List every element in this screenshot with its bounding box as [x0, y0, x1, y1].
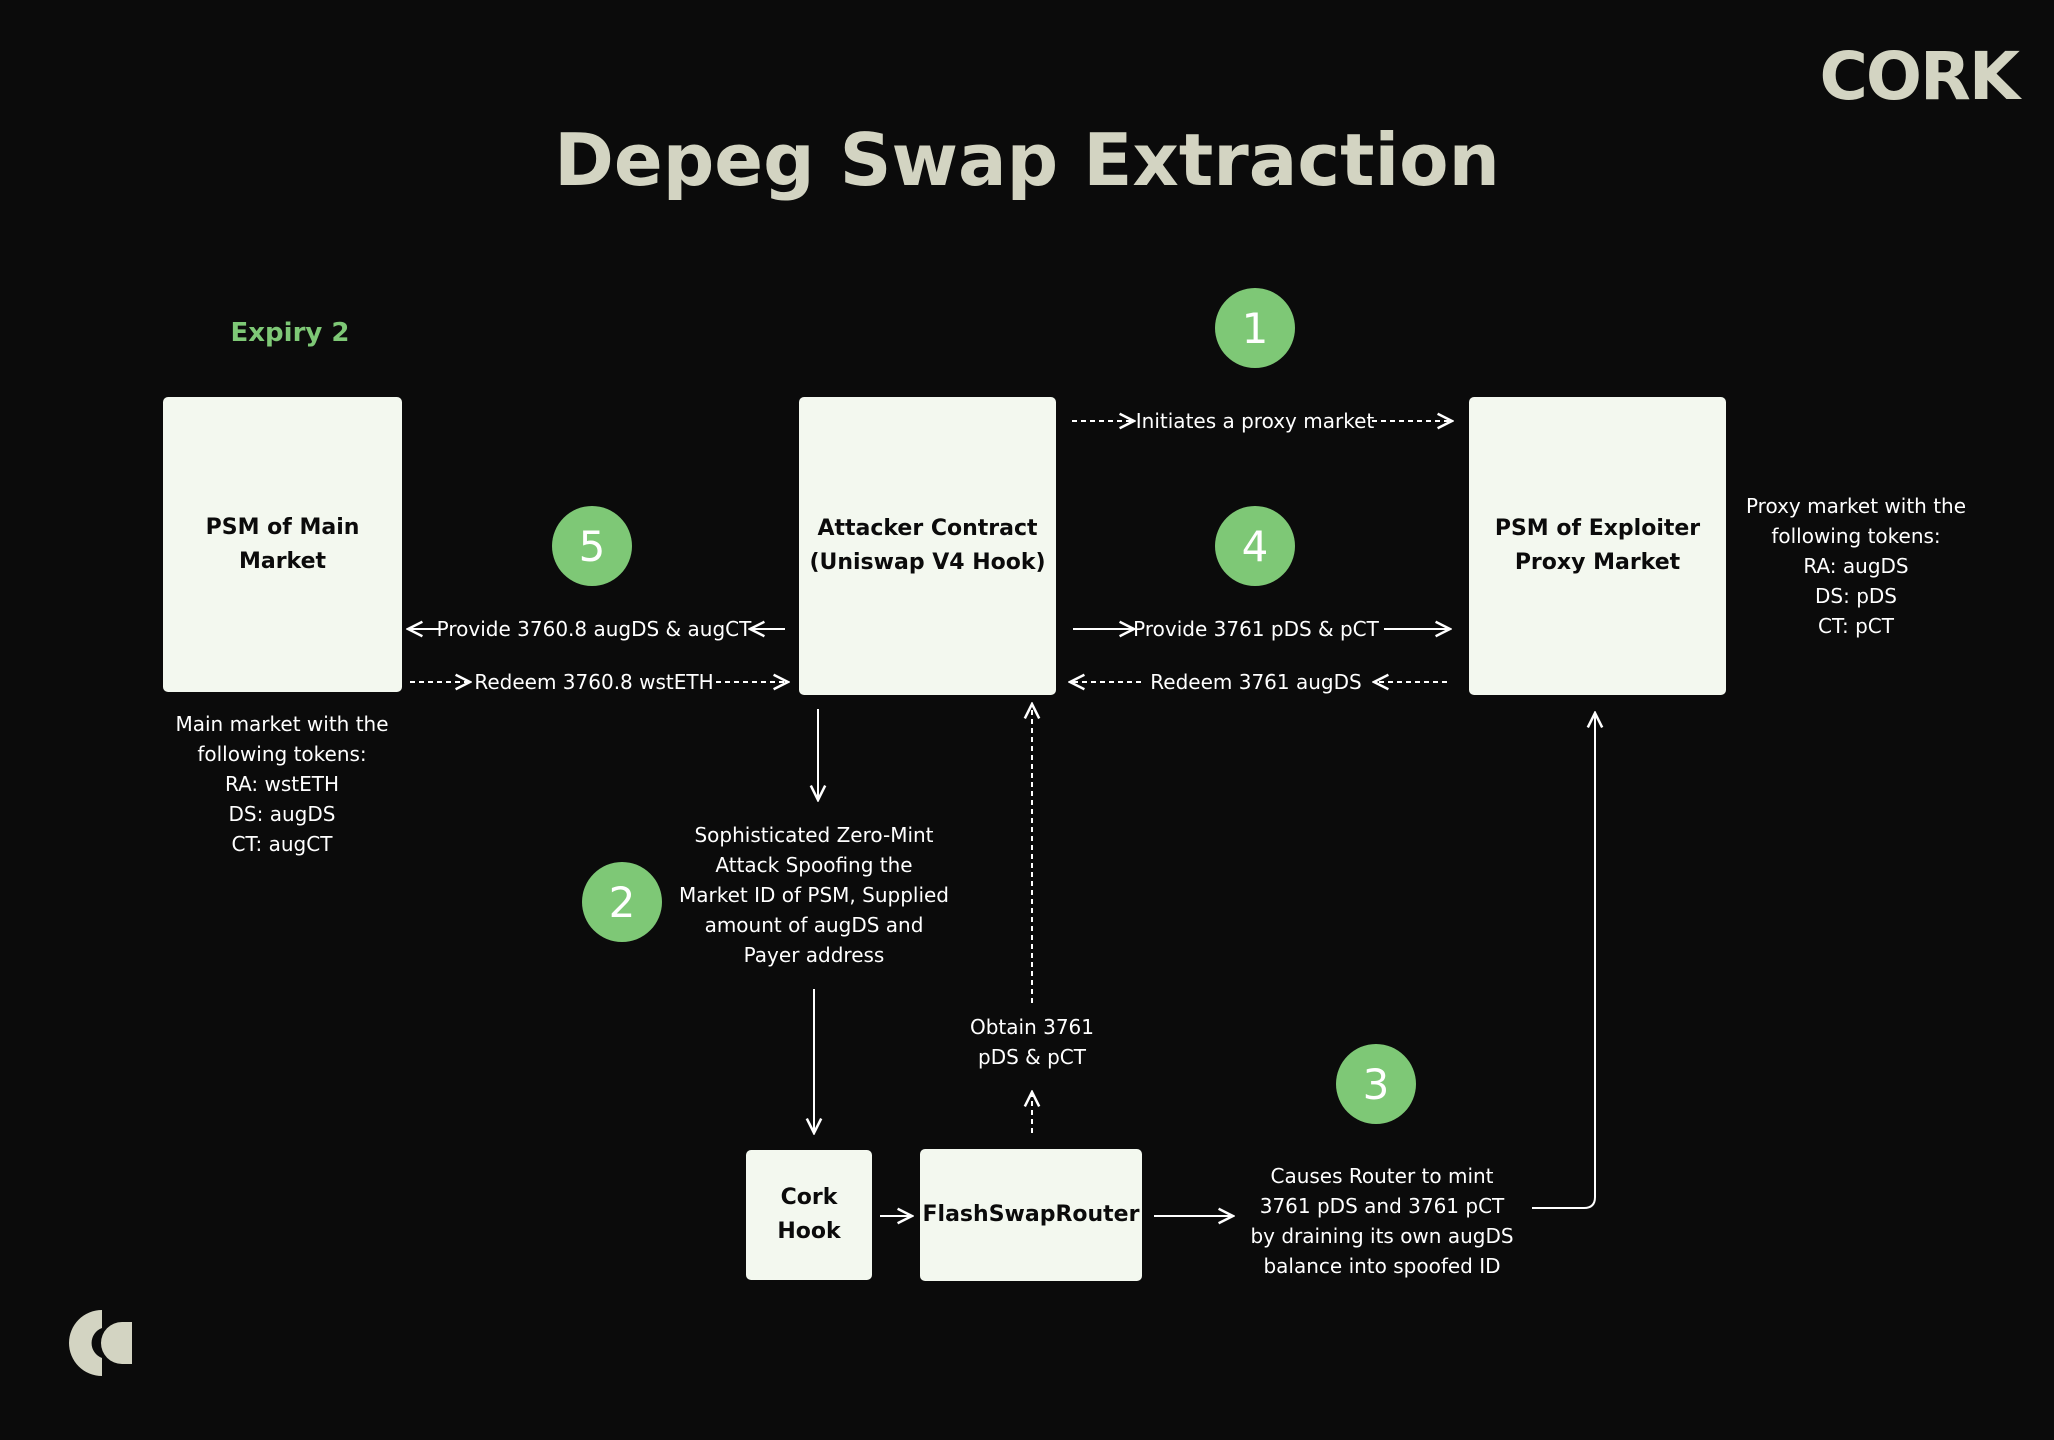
step-badge-2: 2	[582, 862, 662, 942]
step-badge-1: 1	[1215, 288, 1295, 368]
cork-wordmark-logo: CORK	[1819, 38, 2020, 115]
main-market-note: Main market with the following tokens: R…	[175, 712, 389, 856]
expiry-label: Expiry 2	[230, 318, 350, 348]
proxy-market-note: Proxy market with the following tokens: …	[1745, 494, 1967, 638]
flash-swap-router-box: FlashSwapRouter	[920, 1149, 1142, 1281]
cork-hook-label: Cork Hook	[777, 1185, 841, 1244]
redeem-main-label: Redeem 3760.8 wstETH	[474, 670, 714, 694]
step-badge-4: 4	[1215, 506, 1295, 586]
obtain-tokens-label: Obtain 3761 pDS & pCT	[969, 1015, 1095, 1069]
psm-exploiter-proxy-box: PSM of Exploiter Proxy Market	[1469, 397, 1726, 695]
provide-main-label: Provide 3760.8 augDS & augCT	[436, 617, 752, 641]
psm-main-market-label: PSM of Main Market	[205, 514, 360, 574]
mint-note-to-proxy-arrow	[1532, 713, 1595, 1209]
cork-logo-mark-icon	[69, 1310, 132, 1376]
step-badge-5: 5	[552, 506, 632, 586]
attacker-contract-box: Attacker Contract (Uniswap V4 Hook)	[799, 397, 1056, 695]
zero-mint-attack-note: Sophisticated Zero-Mint Attack Spoofing …	[679, 823, 949, 967]
step-badge-3: 3	[1336, 1044, 1416, 1124]
provide-proxy-label: Provide 3761 pDS & pCT	[1133, 617, 1379, 641]
flash-swap-router-label: FlashSwapRouter	[922, 1202, 1140, 1227]
page-title: Depeg Swap Extraction	[554, 118, 1500, 202]
attacker-contract-label: Attacker Contract (Uniswap V4 Hook)	[809, 516, 1046, 575]
redeem-proxy-label: Redeem 3761 augDS	[1150, 670, 1362, 694]
psm-exploiter-proxy-label: PSM of Exploiter Proxy Market	[1494, 516, 1701, 575]
initiates-proxy-market-label: Initiates a proxy market	[1135, 409, 1375, 433]
psm-main-market-box: PSM of Main Market	[163, 397, 402, 692]
cork-hook-box: Cork Hook	[746, 1150, 872, 1280]
router-mint-note: Causes Router to mint 3761 pDS and 3761 …	[1250, 1164, 1514, 1278]
